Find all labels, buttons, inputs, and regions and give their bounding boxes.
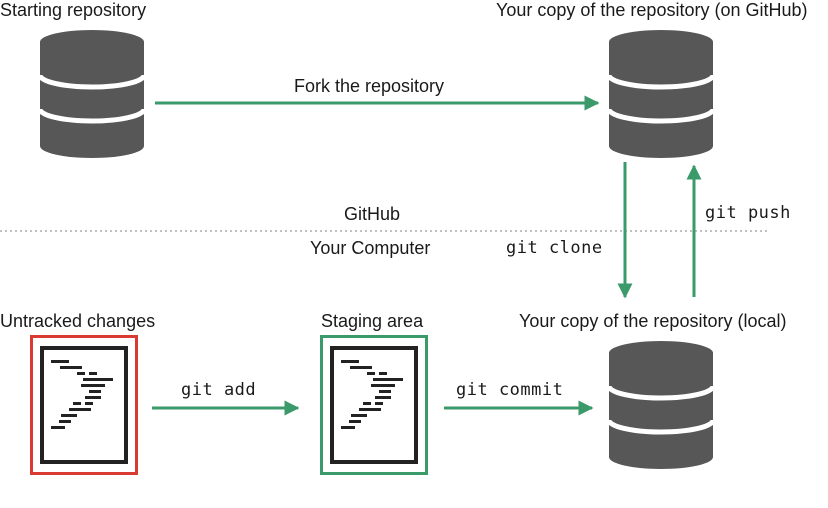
code-document-icon	[330, 346, 418, 464]
staging-area-box	[320, 335, 428, 475]
untracked-changes-box	[30, 335, 138, 475]
local-copy-label: Your copy of the repository (local)	[519, 311, 787, 331]
fork-label: Fork the repository	[294, 76, 445, 96]
git-clone-label: git clone	[506, 238, 603, 258]
code-document-icon	[40, 346, 128, 464]
github-zone-label: GitHub	[344, 204, 401, 224]
database-icon	[606, 30, 716, 158]
git-add-label: git add	[181, 380, 257, 400]
database-icon	[37, 30, 147, 158]
database-icon	[606, 341, 716, 469]
staging-area-label: Staging area	[321, 311, 424, 331]
git-push-label: git push	[705, 203, 791, 223]
git-commit-label: git commit	[456, 380, 564, 400]
starting-repository-label: Starting repository	[0, 0, 147, 20]
untracked-changes-label: Untracked changes	[0, 311, 156, 331]
your-computer-zone-label: Your Computer	[310, 238, 431, 258]
github-copy-label: Your copy of the repository (on GitHub)	[496, 0, 808, 20]
